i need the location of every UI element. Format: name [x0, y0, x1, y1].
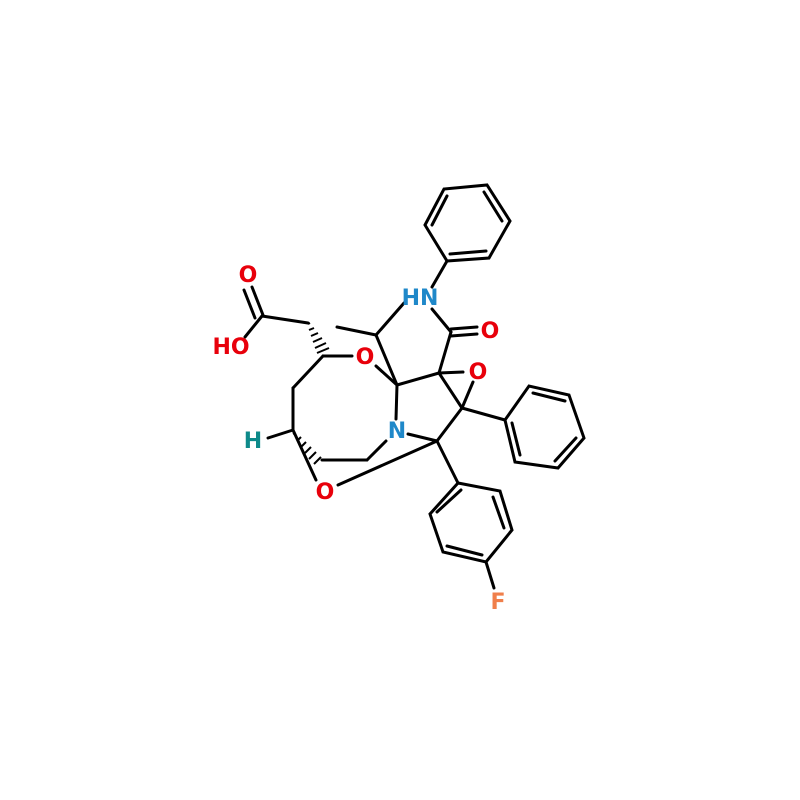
- bond-c5-n: [365, 439, 388, 462]
- bond-cooh-c-ch2: [260, 314, 310, 325]
- bond-c3b-ph2: [460, 406, 507, 422]
- atom-epoxide-oxygen: O: [469, 360, 488, 385]
- bond-c3-epo: [437, 370, 465, 375]
- atom-ring-oxygen: O: [356, 345, 375, 370]
- bond-nh-ph1: [430, 259, 449, 289]
- bond-c2-ipr: [374, 333, 399, 387]
- bond-cooh-c-oh: [243, 314, 264, 339]
- phenyl-top-db1: [448, 249, 488, 256]
- bond-o-c2: [374, 364, 399, 387]
- bond-c3-c3b: [437, 371, 464, 410]
- atom-ring-nitrogen: N: [388, 419, 406, 444]
- bond-c7-obridge: [291, 428, 318, 482]
- atom-amide-nh: HN: [402, 286, 439, 311]
- bond-c2-c3: [395, 371, 441, 387]
- phenyl-top-db2: [482, 190, 504, 223]
- bond-obridge-c4: [336, 439, 439, 487]
- fluorophenyl-db3: [435, 488, 463, 514]
- phenyl-right-db3: [510, 421, 522, 457]
- phenyl-right-db1: [531, 391, 567, 403]
- bond-epo-c3b: [460, 380, 475, 410]
- hashed-wedge-c1: [307, 322, 330, 354]
- bond-c4-fph: [435, 439, 460, 485]
- bond-amidec-nh: [430, 307, 453, 334]
- bond-cooh-c-o-double-a: [250, 285, 265, 317]
- atom-stereo-hydrogen: H: [244, 429, 262, 454]
- bond-c7-h: [266, 428, 295, 440]
- atom-amide-oxygen: O: [481, 319, 500, 344]
- phenyl-ring-right: [503, 384, 586, 470]
- bonds: [242, 183, 586, 590]
- bond-n-c4: [406, 432, 439, 443]
- phenyl-ring-top: [423, 183, 512, 263]
- fluorophenyl-ring: [428, 481, 514, 564]
- bond-amide-co-a: [449, 325, 479, 331]
- bond-c1-c8: [291, 354, 325, 390]
- hashed-wedge-c6: [292, 432, 322, 465]
- atom-labels: O HO O O O HN N O H F: [212, 263, 505, 615]
- atom-hydroxyl: HO: [212, 335, 249, 360]
- fluorophenyl-db2: [445, 544, 484, 557]
- phenyl-top-db3: [430, 194, 449, 227]
- bond-amide-co-b: [449, 332, 479, 338]
- fluorophenyl-db1: [491, 495, 506, 530]
- bond-fph-f: [484, 560, 496, 590]
- bond-ipr-me2: [374, 301, 406, 337]
- atom-bridge-oxygen: O: [316, 480, 335, 505]
- bond-cooh-c-o-double-b: [242, 288, 257, 320]
- bond-ipr-me1: [335, 325, 378, 337]
- bond-c3-amidec: [437, 330, 453, 375]
- bond-n-c2: [394, 383, 399, 421]
- bond-c3b-c4: [435, 406, 464, 443]
- atom-carbonyl-oxygen: O: [239, 263, 258, 288]
- phenyl-right-db2: [553, 436, 578, 463]
- atom-fluorine: F: [490, 590, 505, 615]
